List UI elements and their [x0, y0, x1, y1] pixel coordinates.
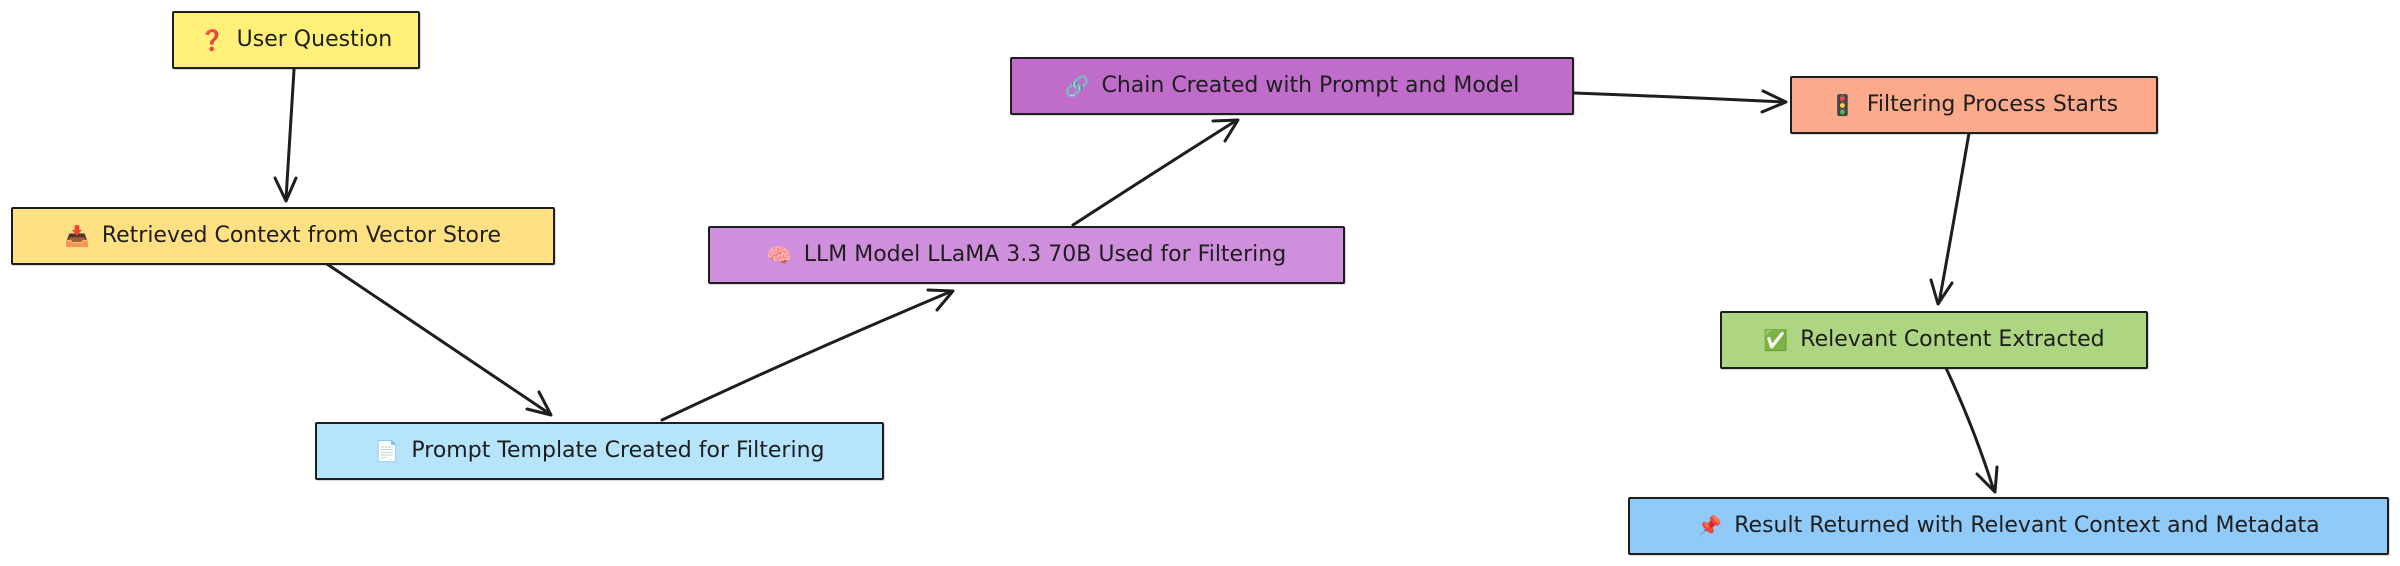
node-user-question: ❓ User Question — [172, 11, 420, 69]
arrow-retrieved-context-to-prompt-template — [325, 262, 553, 417]
node-result-returned: 📌 Result Returned with Relevant Context … — [1628, 497, 2389, 555]
question-mark-icon: ❓ — [199, 28, 225, 52]
node-label: LLM Model LLaMA 3.3 70B Used for Filteri… — [803, 242, 1287, 267]
arrow-content-extracted-to-result-returned — [1944, 366, 1999, 494]
node-label: Chain Created with Prompt and Model — [1101, 73, 1520, 98]
document-icon: 📄 — [374, 439, 400, 463]
node-label: Prompt Template Created for Filtering — [411, 438, 825, 463]
inbox-tray-icon: 📥 — [64, 224, 90, 248]
node-prompt-template: 📄 Prompt Template Created for Filtering — [315, 422, 884, 480]
arrow-llm-model-to-chain-created — [1071, 118, 1240, 227]
arrow-chain-created-to-filtering-starts — [1572, 89, 1788, 114]
node-label: Retrieved Context from Vector Store — [101, 223, 502, 248]
arrow-filtering-starts-to-content-extracted — [1929, 131, 1971, 306]
node-label: User Question — [236, 27, 393, 52]
brain-icon: 🧠 — [766, 243, 792, 267]
node-label: Result Returned with Relevant Context an… — [1734, 513, 2320, 538]
arrow-prompt-template-to-llm-model — [660, 288, 955, 422]
check-mark-icon: ✅ — [1763, 328, 1789, 352]
node-filtering-starts: 🚦 Filtering Process Starts — [1790, 76, 2158, 134]
node-content-extracted: ✅ Relevant Content Extracted — [1720, 311, 2148, 369]
arrow-user-question-to-retrieved-context — [273, 68, 298, 203]
node-label: Relevant Content Extracted — [1800, 327, 2105, 352]
node-retrieved-context: 📥 Retrieved Context from Vector Store — [11, 207, 555, 265]
node-llm-model: 🧠 LLM Model LLaMA 3.3 70B Used for Filte… — [708, 226, 1345, 284]
node-label: Filtering Process Starts — [1866, 92, 2119, 117]
link-icon: 🔗 — [1064, 74, 1090, 98]
bookmark-icon: 📌 — [1697, 514, 1723, 538]
node-chain-created: 🔗 Chain Created with Prompt and Model — [1010, 57, 1574, 115]
traffic-light-icon: 🚦 — [1829, 93, 1855, 117]
